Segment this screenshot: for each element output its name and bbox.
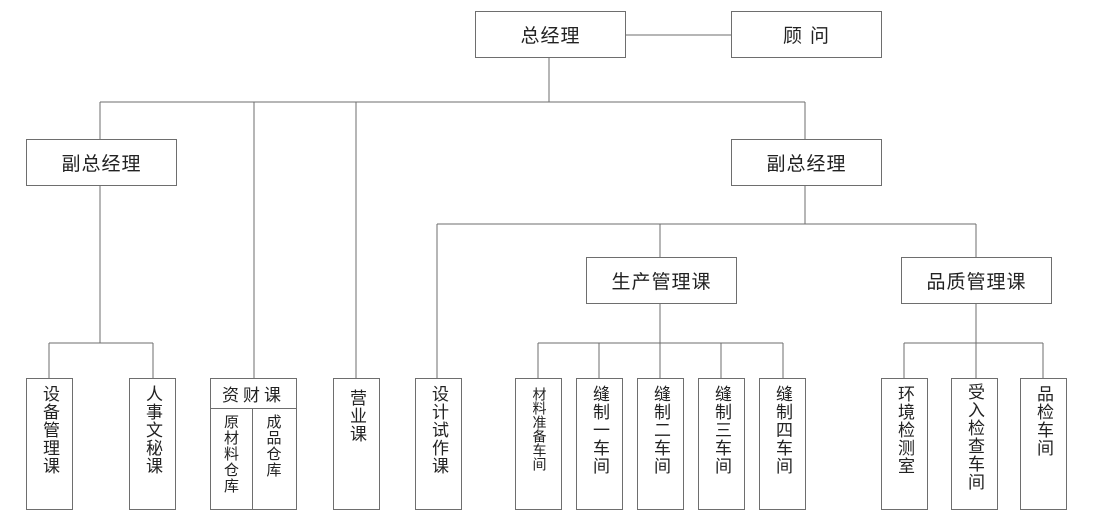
finance-dept-box: 资财课 原材料仓库 成品仓库 <box>210 378 297 510</box>
workshop-sewing-4-box: 缝制四车间 <box>759 378 806 510</box>
vice-gm-left-box: 副总经理 <box>26 139 177 186</box>
environment-lab-box: 环境检测室 <box>881 378 928 510</box>
quality-inspection-label: 品检车间 <box>1033 385 1053 457</box>
finance-dept-title: 资财课 <box>211 379 296 409</box>
quality-management-box: 品质管理课 <box>901 257 1052 304</box>
production-management-box: 生产管理课 <box>586 257 737 304</box>
workshop-sewing-1-box: 缝制一车间 <box>576 378 623 510</box>
workshop-material-prep-box: 材料准备车间 <box>515 378 562 510</box>
workshop-sewing-2-box: 缝制二车间 <box>637 378 684 510</box>
advisor-label: 顾 问 <box>782 25 831 47</box>
vice-gm-right-label: 副总经理 <box>766 153 847 175</box>
workshop-sewing-3-box: 缝制三车间 <box>698 378 745 510</box>
vice-gm-left-label: 副总经理 <box>61 153 142 175</box>
design-dept-box: 设计试作课 <box>415 378 462 510</box>
equipment-dept-label: 设备管理课 <box>39 385 59 475</box>
workshop-sewing-4-label: 缝制四车间 <box>772 385 792 475</box>
environment-lab-label: 环境检测室 <box>894 385 914 475</box>
hr-dept-label: 人事文秘课 <box>142 385 162 475</box>
finished-goods-warehouse: 成品仓库 <box>252 409 296 509</box>
general-manager-label: 总经理 <box>520 25 581 47</box>
raw-material-warehouse: 原材料仓库 <box>211 409 253 509</box>
workshop-sewing-1-label: 缝制一车间 <box>589 385 609 475</box>
equipment-dept-box: 设备管理课 <box>26 378 73 510</box>
workshop-sewing-2-label: 缝制二车间 <box>650 385 670 475</box>
quality-management-label: 品质管理课 <box>926 271 1027 293</box>
advisor-box: 顾 问 <box>731 11 882 58</box>
finished-goods-warehouse-label: 成品仓库 <box>264 414 283 478</box>
incoming-inspection-box: 受入检查车间 <box>951 378 998 510</box>
workshop-sewing-3-label: 缝制三车间 <box>711 385 731 475</box>
raw-material-warehouse-label: 原材料仓库 <box>222 414 240 494</box>
general-manager-box: 总经理 <box>475 11 626 58</box>
workshop-material-prep-label: 材料准备车间 <box>530 387 547 471</box>
design-dept-label: 设计试作课 <box>428 385 448 475</box>
hr-dept-box: 人事文秘课 <box>129 378 176 510</box>
incoming-inspection-label: 受入检查车间 <box>964 383 984 491</box>
sales-dept-label: 营业课 <box>346 389 366 443</box>
quality-inspection-box: 品检车间 <box>1020 378 1067 510</box>
production-management-label: 生产管理课 <box>611 271 712 293</box>
vice-gm-right-box: 副总经理 <box>731 139 882 186</box>
sales-dept-box: 营业课 <box>333 378 380 510</box>
